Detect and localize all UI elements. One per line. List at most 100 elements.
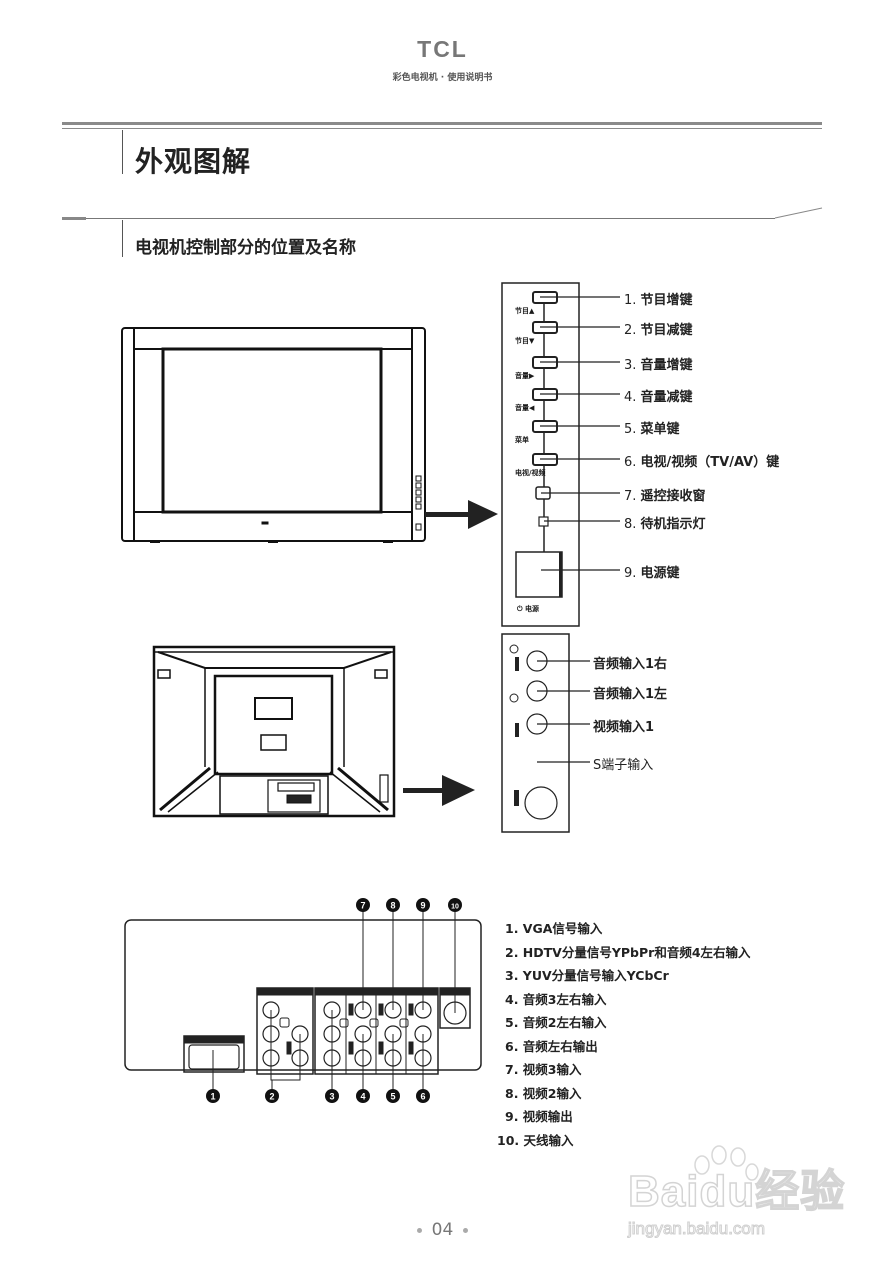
hdtv-component-panel bbox=[256, 987, 314, 1075]
callout-number: 2. bbox=[624, 323, 641, 338]
section-rule-slant bbox=[774, 207, 823, 219]
front-callout: 3. 音量增键 bbox=[624, 354, 693, 373]
callout-text: 节目减键 bbox=[640, 323, 693, 338]
power-button bbox=[515, 551, 563, 598]
marker-number: 2 bbox=[269, 1092, 274, 1102]
tv-side-buttons bbox=[415, 475, 422, 531]
marker-circle bbox=[356, 1089, 370, 1103]
callout-number: 6. bbox=[624, 455, 641, 470]
callout-number: 9. bbox=[624, 566, 641, 581]
marker-circle bbox=[356, 898, 370, 912]
callout-number: 1. bbox=[624, 293, 641, 308]
front-callout: 4. 音量减键 bbox=[624, 386, 693, 405]
callout-text: 菜单键 bbox=[640, 422, 680, 437]
button-caption: 电视/视频 bbox=[515, 469, 546, 477]
callout-text: 音量减键 bbox=[640, 390, 693, 405]
legend-item: 4. 音频3左右输入 bbox=[505, 991, 607, 1007]
callout-number: 8. bbox=[624, 517, 641, 532]
watermark-paw-icon bbox=[694, 1145, 759, 1181]
marker-number: 4 bbox=[360, 1092, 365, 1102]
callout-number: 4. bbox=[624, 390, 641, 405]
side-callout-audio-left: 音频输入1左 bbox=[593, 687, 668, 702]
manual-subtitle: 彩色电视机 · 使用说明书 bbox=[392, 73, 493, 83]
side-av-panel bbox=[501, 633, 590, 833]
marker-number: 8 bbox=[390, 901, 395, 911]
front-callout: 8. 待机指示灯 bbox=[624, 513, 706, 532]
marker-circle bbox=[416, 898, 430, 912]
front-callout: 2. 节目减键 bbox=[624, 319, 693, 338]
front-callout: 9. 电源键 bbox=[624, 562, 680, 581]
callout-text: 音量增键 bbox=[640, 358, 693, 373]
section-rule-accent bbox=[62, 217, 86, 220]
rear-connector-panel bbox=[124, 911, 482, 1090]
marker-number: 5 bbox=[390, 1092, 395, 1102]
callout-text: 电源键 bbox=[640, 566, 680, 581]
marker-number: 9 bbox=[420, 901, 425, 911]
marker-circle bbox=[325, 1089, 339, 1103]
legend-item: 1. VGA信号输入 bbox=[505, 921, 603, 936]
legend-item: 6. 音频左右输出 bbox=[505, 1038, 598, 1054]
page-number: 04 bbox=[0, 1220, 885, 1240]
marker-circle bbox=[386, 898, 400, 912]
watermark-url: jingyan.baidu.com bbox=[627, 1219, 766, 1239]
arrow-to-side-panel bbox=[403, 775, 475, 806]
marker-circle bbox=[448, 898, 462, 912]
title-marker bbox=[122, 130, 123, 174]
callout-number: 5. bbox=[624, 422, 641, 437]
legend-item: 5. 音频2左右输入 bbox=[505, 1015, 607, 1030]
marker-number: 6 bbox=[420, 1092, 425, 1102]
button-caption: 音量▶ bbox=[515, 372, 535, 380]
callout-number: 7. bbox=[624, 489, 641, 504]
page-title: 外观图解 bbox=[135, 145, 252, 178]
side-callout-audio-right: 音频输入1右 bbox=[593, 657, 668, 672]
side-callout-s-video: S端子输入 bbox=[593, 758, 654, 773]
tv-front-illustration bbox=[121, 327, 426, 543]
brand-logo: TCL bbox=[417, 36, 468, 62]
front-callout: 6. 电视/视频（TV/AV）键 bbox=[624, 451, 779, 470]
page-dot-right bbox=[463, 1227, 469, 1233]
section-marker bbox=[122, 220, 123, 257]
front-callout: 7. 遥控接收窗 bbox=[624, 485, 706, 504]
s-video-jack bbox=[524, 786, 558, 820]
legend-item: 8. 视频2输入 bbox=[505, 1085, 582, 1101]
callout-text: 待机指示灯 bbox=[640, 517, 706, 532]
baidu-watermark: Baidu经验 jingyan.baidu.com bbox=[627, 1155, 846, 1239]
callout-text: 电视/视频（TV/AV）键 bbox=[640, 455, 780, 470]
front-control-panel bbox=[501, 282, 620, 627]
marker-number: 7 bbox=[360, 901, 365, 911]
watermark-main: Baidu经验 bbox=[627, 1166, 846, 1217]
legend-item: 9. 视频输出 bbox=[505, 1109, 573, 1124]
legend-item: 2. HDTV分量信号YPbPr和音频4左右输入 bbox=[505, 944, 751, 960]
header-rule bbox=[62, 122, 822, 125]
section-rule bbox=[62, 218, 775, 219]
button-caption: 菜单 bbox=[515, 436, 529, 444]
header-rule-thin bbox=[62, 128, 822, 129]
legend-item: 10. 天线输入 bbox=[497, 1132, 574, 1148]
marker-number: 3 bbox=[329, 1092, 334, 1102]
button-caption: 节目▼ bbox=[515, 337, 535, 345]
marker-circle bbox=[416, 1089, 430, 1103]
arrow-to-front-panel bbox=[425, 500, 498, 529]
tv-rear-illustration bbox=[152, 645, 396, 818]
callout-text: 节目增键 bbox=[640, 293, 693, 308]
power-caption: ⏻ 电源 bbox=[517, 605, 539, 613]
button-caption: 音量◀ bbox=[515, 404, 535, 412]
marker-number: 10 bbox=[451, 904, 459, 911]
marker-circle bbox=[206, 1089, 220, 1103]
page-dot-left bbox=[416, 1227, 422, 1233]
legend-item: 3. YUV分量信号输入YCbCr bbox=[505, 968, 669, 983]
page-number-text: 04 bbox=[431, 1220, 454, 1240]
side-callout-video: 视频输入1 bbox=[593, 720, 655, 735]
rear-connector-legend: 1. VGA信号输入 2. HDTV分量信号YPbPr和音频4左右输入 3. YUV… bbox=[497, 917, 751, 1152]
callout-number: 3. bbox=[624, 358, 641, 373]
front-callout: 5. 菜单键 bbox=[624, 418, 680, 437]
section-title: 电视机控制部分的位置及名称 bbox=[135, 238, 356, 258]
marker-circle bbox=[386, 1089, 400, 1103]
button-caption: 节目▲ bbox=[515, 307, 535, 315]
rear-number-markers: 7 8 9 10 1 2 3 4 5 6 bbox=[206, 898, 462, 1103]
legend-item: 7. 视频3输入 bbox=[505, 1062, 582, 1077]
marker-circle bbox=[265, 1089, 279, 1103]
front-callout: 1. 节目增键 bbox=[624, 289, 693, 308]
marker-number: 1 bbox=[210, 1092, 215, 1102]
